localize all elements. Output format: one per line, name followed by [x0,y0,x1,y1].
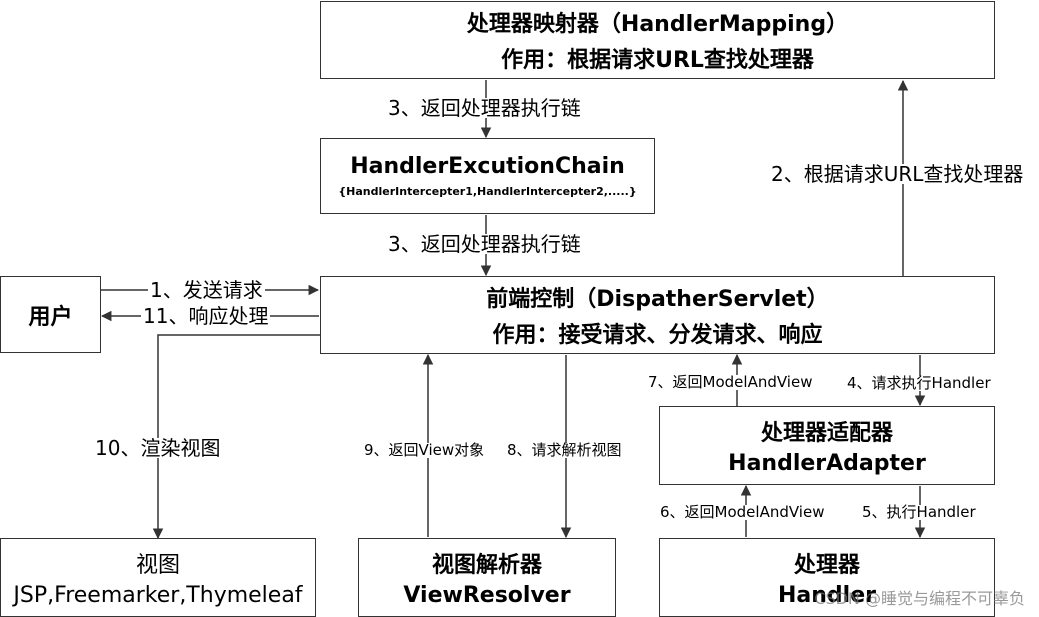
label-step4: 4、请求执行Handler [845,374,993,392]
handler-title-cn: 处理器 [793,553,860,578]
execution-chain-title: HandlerExcutionChain [350,154,625,179]
adapter-title-en: HandlerAdapter [728,451,926,476]
dispatcher-title: 前端控制（DispatherServlet） [486,287,829,312]
adapter-title-cn: 处理器适配器 [760,421,893,446]
label-step6: 6、返回ModelAndView [658,503,827,521]
label-step8: 8、请求解析视图 [505,441,624,459]
view-technologies: JSP,Freemarker,Thymeleaf [13,583,303,608]
label-step1: 1、发送请求 [148,278,265,302]
handler-box: 处理器 Handler [659,538,995,617]
label-step2: 2、根据请求URL查找处理器 [769,162,1026,186]
user-box: 用户 [0,276,101,353]
dispatcher-role: 作用：接受请求、分发请求、响应 [492,323,823,348]
label-step9: 9、返回View对象 [362,441,487,459]
label-step3-bottom: 3、返回处理器执行链 [386,232,583,256]
view-resolver-title-en: ViewResolver [403,583,571,608]
handler-mapping-title: 处理器映射器（HandlerMapping） [466,12,849,37]
label-step11: 11、响应处理 [141,304,271,328]
view-resolver-box: 视图解析器 ViewResolver [358,538,616,617]
dispatcher-box: 前端控制（DispatherServlet） 作用：接受请求、分发请求、响应 [320,276,995,354]
label-step5: 5、执行Handler [860,503,978,521]
view-resolver-title-cn: 视图解析器 [431,553,542,578]
execution-chain-interceptors: {HandlerIntercepter1,HandlerIntercepter2… [338,185,637,198]
handler-mapping-role: 作用：根据请求URL查找处理器 [501,48,814,73]
handler-adapter-box: 处理器适配器 HandlerAdapter [659,406,995,485]
user-label: 用户 [28,304,73,330]
view-title: 视图 [135,553,180,578]
execution-chain-box: HandlerExcutionChain {HandlerIntercepter… [320,138,655,214]
handler-mapping-box: 处理器映射器（HandlerMapping） 作用：根据请求URL查找处理器 [320,1,995,79]
view-box: 视图 JSP,Freemarker,Thymeleaf [0,538,316,617]
label-step3-top: 3、返回处理器执行链 [386,96,583,120]
label-step7: 7、返回ModelAndView [646,373,815,391]
label-step10: 10、渲染视图 [93,436,223,460]
watermark: CSDN @睡觉与编程不可辜负 [814,589,1025,608]
handler-title-en: Handler [778,583,876,608]
